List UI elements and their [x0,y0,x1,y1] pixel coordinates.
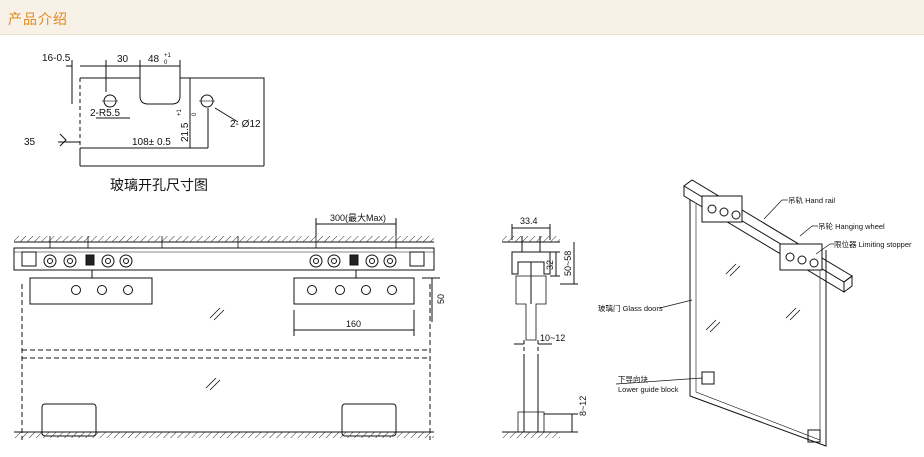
label-lower-guide-cn: 下导向块 [618,374,648,384]
dim-215-tol-minus: 0 [192,112,198,116]
section-header: 产品介绍 [0,0,924,35]
dim-48-tol-minus: 0 [164,60,168,66]
label-hand-rail: 吊轨 Hand rail [788,195,835,205]
isometric-labels: 吊轨 Hand rail 吊轮 Hanging wheel 限位器 Limiti… [598,195,912,394]
label-limiting-stopper: 限位器 Limiting stopper [834,239,912,249]
dim-160: 160 [346,319,361,329]
dim-32: 32 [545,260,555,270]
dim-30: 30 [117,54,129,65]
dim-16: 16-0.5 [42,53,71,64]
hole-dim-labels: 16-0.5 30 48 +1 0 2-R5.5 21.5 +1 0 2- Ø1… [24,53,261,148]
dim-215-tol-plus: +1 [177,108,183,116]
section-view [502,224,578,438]
dim-50: 50 [436,294,446,304]
front-view-labels: 300(最大Max) 50 160 [330,212,446,329]
dim-33-4: 33.4 [520,216,538,226]
section-title: 产品介绍 [8,12,68,28]
glass-hole-drawing [58,60,265,167]
dim-50-58: 50~58 [563,251,573,276]
dim-300-max: 300(最大Max) [330,212,386,223]
dim-r55: 2-R5.5 [90,108,120,119]
dim-12: 2- Ø12 [230,119,261,130]
dim-8-12: 8~12 [578,396,588,416]
front-view [13,218,440,440]
dim-48: 48 [148,54,160,65]
dim-35: 35 [24,137,36,148]
label-glass-doors: 玻璃门 Glass doors [598,303,663,313]
dim-108: 108± 0.5 [132,137,171,148]
label-hanging-wheel: 吊轮 Hanging wheel [818,221,885,231]
dim-10-12: 10~12 [540,333,565,343]
isometric-view [615,179,853,447]
dim-48-tol-plus: +1 [164,53,172,59]
section-view-labels: 33.4 32 50~58 10~12 8~12 [520,216,588,416]
dim-215: 21.5 [180,122,191,142]
label-lower-guide-en: Lower guide block [618,385,679,394]
hole-drawing-caption: 玻璃开孔尺寸图 [110,177,208,193]
